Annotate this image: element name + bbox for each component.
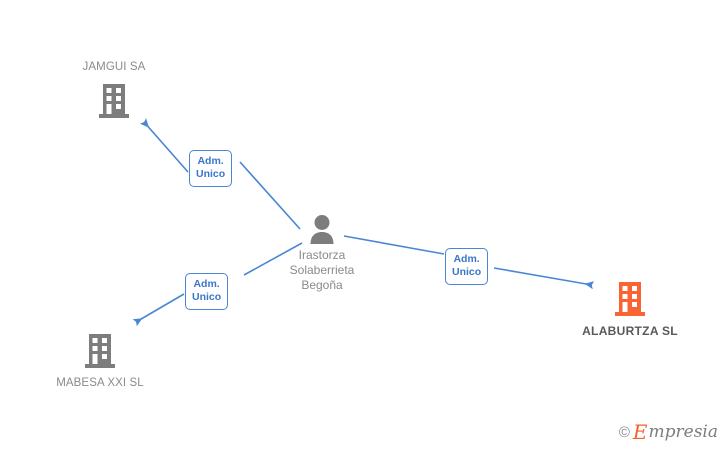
- edge-label-line-1: Adm.: [197, 155, 224, 167]
- person-name-line-2: Solaberrieta: [289, 263, 355, 277]
- company-label-alaburtza: ALABURTZA SL: [582, 324, 678, 338]
- company-label-jamgui: JAMGUI SA: [82, 61, 146, 73]
- edge-person-to-jamgui: [139, 118, 301, 230]
- company-node-mabesa[interactable]: MABESA XXI SL: [50, 332, 150, 390]
- edge-label-person-mabesa[interactable]: Adm. Unico: [185, 273, 229, 310]
- person-name-line-1: Irastorza: [298, 248, 346, 262]
- person-node[interactable]: Irastorza Solaberrieta Begoña: [272, 214, 372, 293]
- company-node-alaburtza[interactable]: ALABURTZA SL: [580, 280, 680, 338]
- edge-label-line-2: Unico: [192, 291, 222, 303]
- edge-label-person-jamgui[interactable]: Adm. Unico: [189, 150, 233, 187]
- edge-person-to-alaburtza: [343, 235, 595, 290]
- building-icon: [50, 332, 150, 370]
- copyright-icon: ©: [618, 423, 630, 441]
- watermark: © E mpresia: [619, 422, 718, 442]
- person-name: Irastorza Solaberrieta Begoña: [272, 248, 372, 293]
- edge-label-line-2: Unico: [196, 168, 226, 180]
- company-node-jamgui[interactable]: JAMGUI SA: [64, 60, 164, 120]
- brand-name: mpresia: [648, 422, 719, 442]
- person-name-line-3: Begoña: [301, 278, 343, 292]
- brand-initial: E: [632, 420, 648, 444]
- building-icon: [64, 74, 164, 120]
- edge-person-to-mabesa: [132, 242, 303, 327]
- edge-label-line-1: Adm.: [453, 253, 480, 265]
- edge-label-line-1: Adm.: [193, 278, 220, 290]
- company-label-mabesa: MABESA XXI SL: [56, 377, 144, 389]
- edge-label-line-2: Unico: [452, 266, 482, 278]
- person-icon: [272, 214, 372, 244]
- building-icon: [580, 280, 680, 318]
- edge-label-person-alaburtza[interactable]: Adm. Unico: [445, 248, 489, 285]
